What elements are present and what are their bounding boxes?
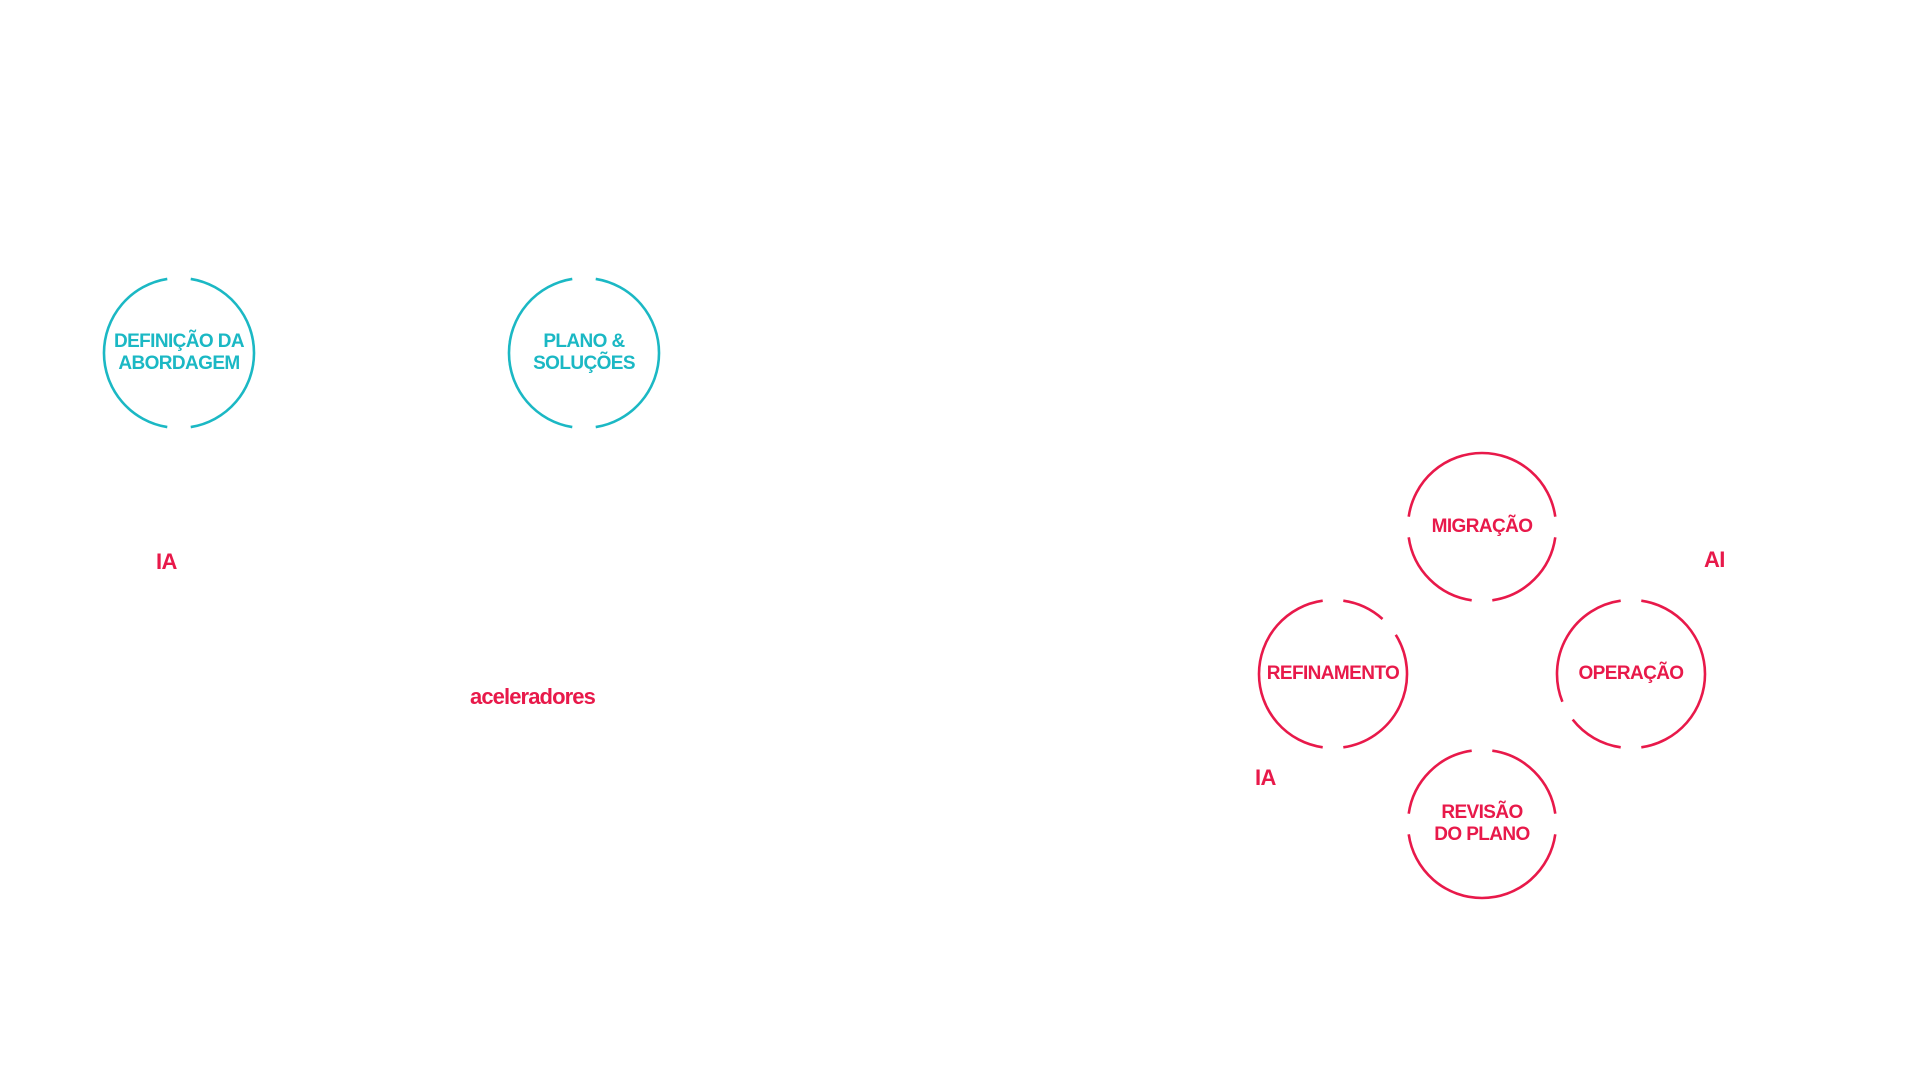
- node-label: PLANO &: [543, 331, 625, 352]
- node-ring-segment: [190, 277, 256, 429]
- node-ring-segment: [1571, 718, 1621, 749]
- node-ring-segment: [1407, 451, 1557, 517]
- node-ring-segment: [1555, 599, 1621, 703]
- label-aceleradores: aceleradores: [470, 684, 596, 709]
- node-label: REVISÃO: [1441, 801, 1522, 823]
- node-label: DO PLANO: [1434, 824, 1529, 845]
- node-ring-segment: [1343, 634, 1409, 749]
- label-ia-left: IA: [156, 549, 178, 574]
- node-ring-segment: [102, 277, 168, 429]
- node-operacao: OPERAÇÃO: [1555, 599, 1707, 749]
- node-ring-segment: [1407, 749, 1472, 814]
- labels-layer: IA aceleradores AI IA: [156, 547, 1725, 790]
- node-refinamento: REFINAMENTO: [1257, 599, 1409, 749]
- node-label: REFINAMENTO: [1267, 663, 1399, 684]
- node-ring-segment: [595, 277, 661, 429]
- label-ai-right: AI: [1704, 547, 1725, 572]
- node-label: OPERAÇÃO: [1579, 662, 1684, 684]
- node-label: MIGRAÇÃO: [1432, 515, 1533, 537]
- label-ia-bottom: IA: [1255, 765, 1277, 790]
- node-ring-segment: [1641, 599, 1707, 749]
- node-ring-segment: [1407, 834, 1557, 900]
- node-ring-segment: [1343, 599, 1384, 620]
- node-plano-solucoes: PLANO &SOLUÇÕES: [507, 277, 661, 429]
- node-ring-segment: [1492, 749, 1557, 814]
- node-ring-segment: [1492, 537, 1557, 602]
- node-ring-segment: [1257, 599, 1323, 749]
- node-migracao: MIGRAÇÃO: [1407, 451, 1557, 602]
- node-label: ABORDAGEM: [118, 353, 239, 374]
- node-label: SOLUÇÕES: [533, 352, 635, 374]
- node-ring-segment: [1407, 537, 1472, 602]
- node-ring-segment: [507, 277, 573, 429]
- node-label: DEFINIÇÃO DA: [114, 330, 245, 352]
